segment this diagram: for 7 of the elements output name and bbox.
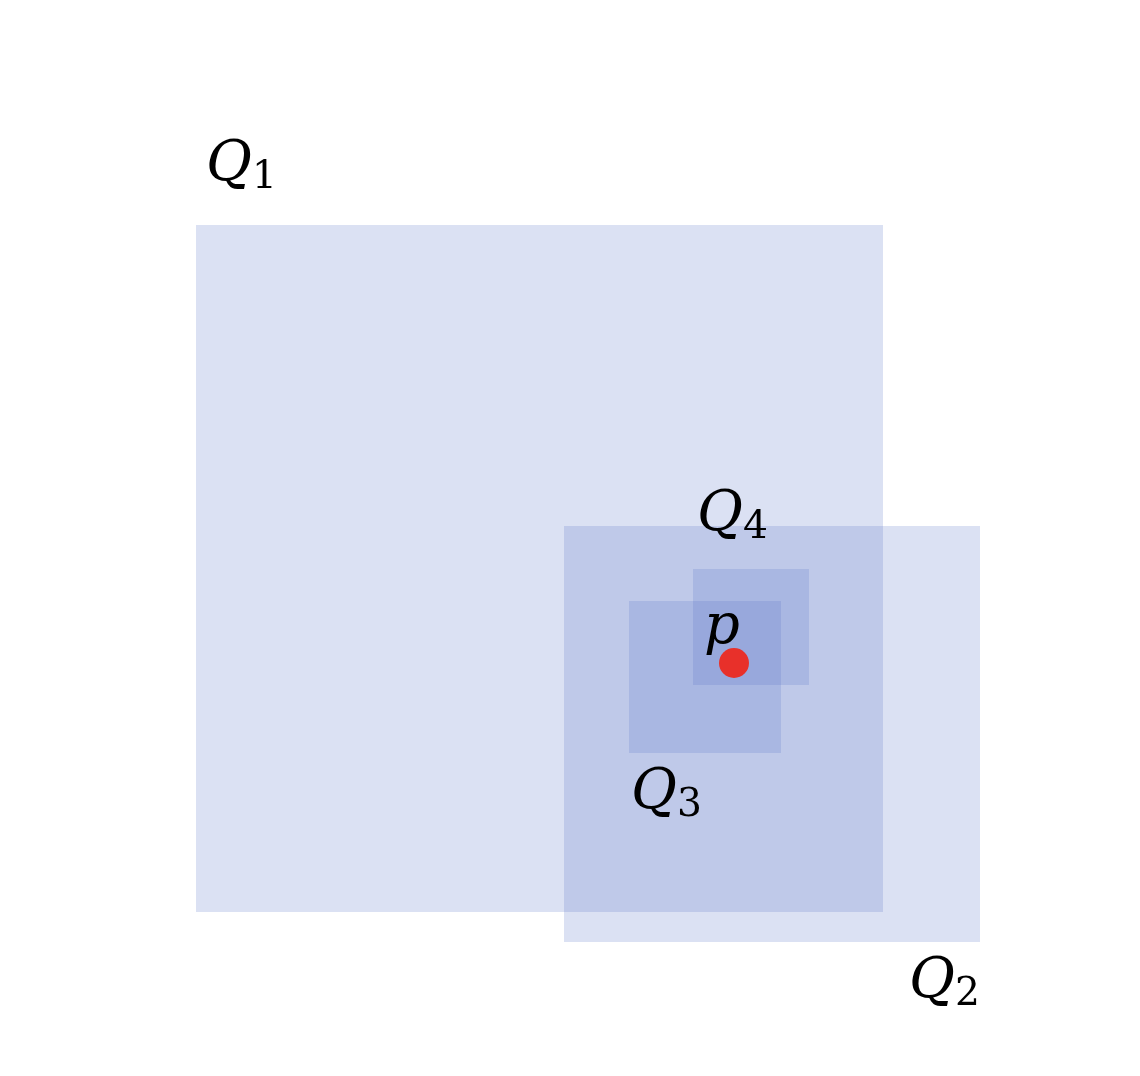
region-label: Q$_{1}$ [206, 133, 277, 189]
square-region [693, 569, 809, 685]
region-label: Q$_{3}$ [631, 761, 702, 817]
square-region [196, 225, 883, 912]
square-region [629, 601, 781, 753]
region-label: Q$_{2}$ [909, 950, 980, 1006]
region-label: Q$_{4}$ [697, 483, 768, 539]
